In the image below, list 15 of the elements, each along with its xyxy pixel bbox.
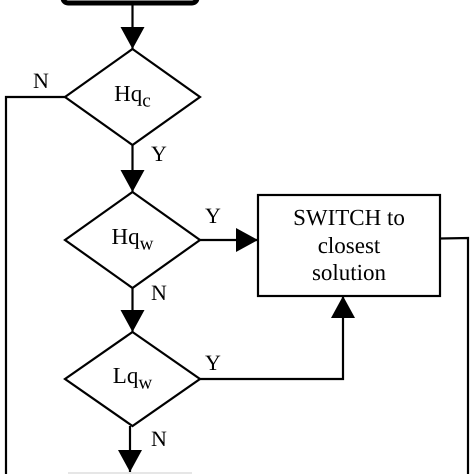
process-box: [258, 195, 440, 296]
condition-label: Lq$_{w}$: [112, 363, 152, 395]
arrow: [200, 296, 355, 380]
arrow: [120, 288, 144, 332]
connector-line: [4, 96, 65, 474]
condition-label: Hq$_{w}$: [112, 224, 154, 256]
arrow: [200, 228, 258, 252]
condition-label: Hq$_{c}$: [114, 81, 151, 113]
decision-diamond: [65, 332, 200, 426]
arrow: [118, 426, 142, 472]
process-label: SWITCH to closest solution: [292, 204, 406, 287]
arrow: [120, 3, 144, 49]
arrow: [120, 145, 144, 192]
decision-diamond: [65, 49, 200, 145]
connector-line: [440, 236, 470, 474]
